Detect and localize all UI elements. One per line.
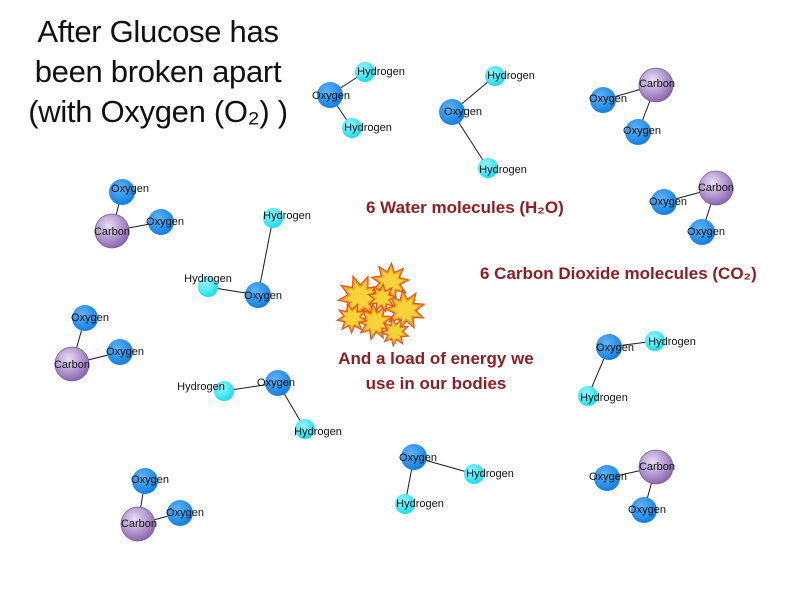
carbon-atom bbox=[54, 346, 90, 382]
hydrogen-label: Hydrogen bbox=[263, 210, 311, 222]
oxygen-atom bbox=[132, 468, 158, 494]
hydrogen-label: Hydrogen bbox=[648, 336, 696, 348]
hydrogen-label: Hydrogen bbox=[357, 66, 405, 78]
starburst-icon bbox=[384, 322, 405, 342]
hydrogen-atom bbox=[355, 62, 375, 82]
atom-layer: OxygenHydrogenHydrogenOxygenHydrogenHydr… bbox=[54, 62, 734, 542]
oxygen-atom bbox=[265, 370, 291, 396]
carbon-label: Carbon bbox=[698, 182, 734, 194]
oxygen-label: Oxygen bbox=[166, 507, 204, 519]
title-line-3: (with Oxygen (O₂) ) bbox=[28, 94, 288, 129]
oxygen-atom bbox=[245, 282, 271, 308]
water-caption: 6 Water molecules (H₂O) bbox=[366, 198, 564, 217]
starburst-icon bbox=[344, 282, 376, 313]
hydrogen-label: Hydrogen bbox=[466, 468, 514, 480]
hydrogen-atom bbox=[263, 208, 283, 228]
carbon-label: Carbon bbox=[54, 359, 90, 371]
hydrogen-atom bbox=[198, 277, 218, 297]
hydrogen-atom bbox=[478, 158, 498, 178]
title-line-1: After Glucose has bbox=[37, 14, 279, 49]
oxygen-label: Oxygen bbox=[244, 290, 282, 302]
oxygen-atom bbox=[167, 500, 193, 526]
oxygen-label: Oxygen bbox=[399, 452, 437, 464]
oxygen-atom bbox=[625, 119, 651, 145]
starburst-icon bbox=[372, 288, 392, 308]
starburst-icon bbox=[376, 268, 404, 296]
oxygen-label: Oxygen bbox=[596, 342, 634, 354]
carbon-label: Carbon bbox=[639, 78, 675, 90]
hydrogen-atom bbox=[342, 118, 362, 138]
carbon-atom bbox=[638, 67, 674, 103]
carbon-atom bbox=[698, 170, 734, 206]
hydrogen-label: Hydrogen bbox=[487, 70, 535, 82]
energy-caption-line-2: use in our bodies bbox=[365, 374, 507, 393]
oxygen-label: Oxygen bbox=[257, 377, 295, 389]
hydrogen-label: Hydrogen bbox=[580, 392, 628, 404]
hydrogen-atom bbox=[395, 494, 415, 514]
oxygen-atom bbox=[689, 219, 715, 245]
carbon-dioxide-caption: 6 Carbon Dioxide molecules (CO₂) bbox=[480, 264, 757, 283]
oxygen-label: Oxygen bbox=[623, 125, 661, 137]
hydrogen-label: Hydrogen bbox=[344, 122, 392, 134]
oxygen-label: Oxygen bbox=[687, 226, 725, 238]
oxygen-label: Oxygen bbox=[111, 183, 149, 195]
hydrogen-atom bbox=[645, 331, 665, 351]
oxygen-label: Oxygen bbox=[146, 216, 184, 228]
starburst-icon bbox=[390, 295, 419, 324]
starburst-icon bbox=[341, 307, 363, 329]
hydrogen-label: Hydrogen bbox=[177, 381, 225, 393]
hydrogen-atom bbox=[214, 381, 234, 401]
oxygen-label: Oxygen bbox=[649, 196, 687, 208]
page-title: After Glucose has been broken apart (wit… bbox=[8, 12, 308, 132]
oxygen-atom bbox=[439, 99, 465, 125]
hydrogen-atom bbox=[485, 66, 505, 86]
carbon-atom bbox=[638, 449, 674, 485]
hydrogen-label: Hydrogen bbox=[479, 164, 527, 176]
starburst-icon bbox=[362, 309, 388, 335]
oxygen-atom bbox=[148, 209, 174, 235]
oxygen-atom bbox=[596, 334, 622, 360]
oxygen-atom bbox=[109, 179, 135, 205]
oxygen-atom bbox=[107, 339, 133, 365]
oxygen-atom bbox=[631, 497, 657, 523]
oxygen-label: Oxygen bbox=[312, 90, 350, 102]
hydrogen-label: Hydrogen bbox=[184, 273, 232, 285]
carbon-label: Carbon bbox=[121, 518, 157, 530]
oxygen-label: Oxygen bbox=[628, 504, 666, 516]
hydrogen-atom bbox=[464, 464, 484, 484]
hydrogen-atom bbox=[578, 386, 598, 406]
hydrogen-label: Hydrogen bbox=[396, 498, 444, 510]
hydrogen-atom bbox=[295, 419, 315, 439]
water-bond bbox=[257, 217, 274, 296]
energy-caption-line-1: And a load of energy we bbox=[338, 349, 534, 368]
carbon-atom bbox=[94, 213, 130, 249]
oxygen-label: Oxygen bbox=[71, 312, 109, 324]
oxygen-label: Oxygen bbox=[444, 106, 482, 118]
oxygen-atom bbox=[651, 189, 677, 215]
carbon-label: Carbon bbox=[94, 226, 130, 238]
oxygen-atom bbox=[72, 305, 98, 331]
oxygen-atom bbox=[590, 87, 616, 113]
oxygen-label: Oxygen bbox=[589, 93, 627, 105]
carbon-atom bbox=[120, 506, 156, 542]
oxygen-label: Oxygen bbox=[589, 471, 627, 483]
oxygen-atom bbox=[594, 465, 620, 491]
oxygen-label: Oxygen bbox=[106, 346, 144, 358]
title-line-2: been broken apart bbox=[34, 54, 282, 89]
energy-caption: And a load of energy we use in our bodie… bbox=[322, 346, 550, 396]
carbon-label: Carbon bbox=[639, 461, 675, 473]
oxygen-atom bbox=[317, 82, 343, 108]
oxygen-label: Oxygen bbox=[131, 474, 169, 486]
starburst-icon bbox=[335, 261, 426, 348]
oxygen-atom bbox=[401, 444, 427, 470]
hydrogen-label: Hydrogen bbox=[294, 426, 342, 438]
